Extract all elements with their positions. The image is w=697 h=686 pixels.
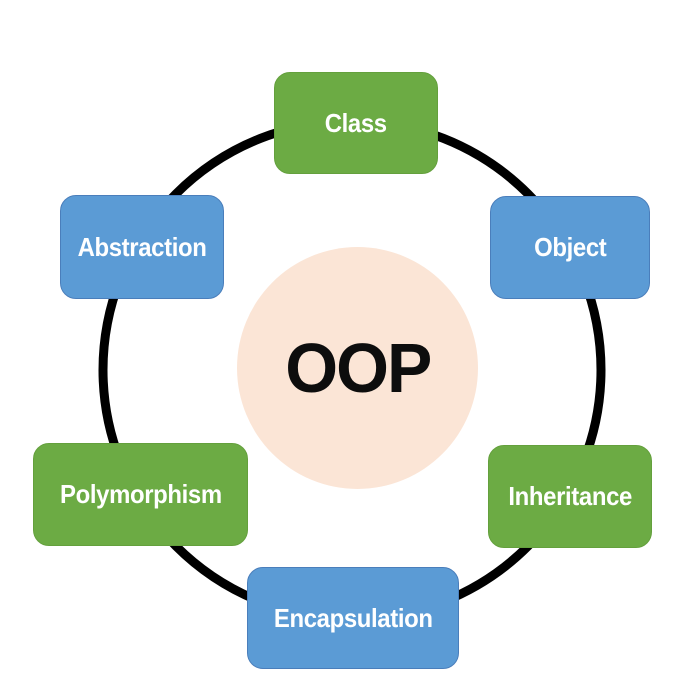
node-label: Encapsulation [273, 602, 433, 633]
node-label: Inheritance [508, 481, 632, 511]
node-abstraction: Abstraction [60, 195, 224, 299]
node-label: Object [533, 232, 607, 262]
center-circle: OOP [237, 247, 478, 489]
node-class: Class [274, 72, 438, 174]
node-polymorphism: Polymorphism [33, 443, 248, 546]
node-label: Polymorphism [59, 479, 222, 509]
node-inheritance: Inheritance [488, 445, 652, 548]
node-label: Abstraction [77, 231, 207, 262]
center-label: OOP [284, 329, 432, 407]
node-label: Class [324, 107, 387, 138]
node-object: Object [490, 196, 650, 299]
node-encapsulation: Encapsulation [247, 567, 459, 669]
